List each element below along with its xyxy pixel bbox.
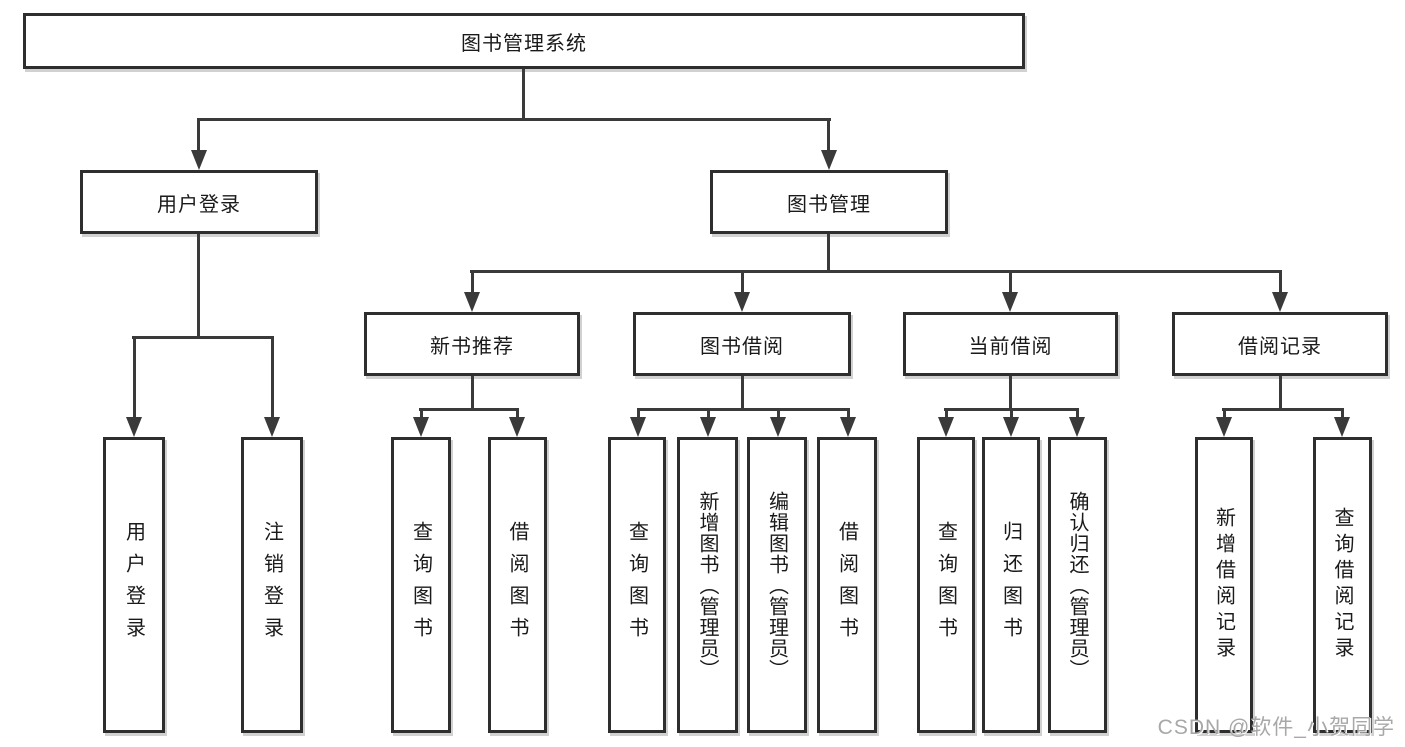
leaf-borrow-query-books-label: 查询图书 [625,521,648,649]
leaf-borrow-books-label: 借阅图书 [835,521,858,649]
node-current-borrowing: 当前借阅 [903,312,1118,376]
connector-g2-stub [471,376,474,411]
connector-g3-leaf2 [707,408,710,420]
leaf-rec-query-books-label: 查询图书 [409,521,432,649]
node-book-borrowing: 图书借阅 [633,312,851,376]
connector-g4-leaf3 [1076,408,1079,420]
leaf-edit-book-admin: 编辑图书（管理员） [747,437,807,733]
arrowhead-to-current-borrow [1002,292,1018,312]
node-borrowing-records-label: 借阅记录 [1238,335,1322,358]
leaf-query-borrow-record: 查询借阅记录 [1313,437,1372,733]
connector-g3-hbar [638,408,850,411]
node-borrowing-records: 借阅记录 [1172,312,1388,376]
connector-to-book-borrow [741,273,744,295]
connector-user-login-hbar [132,336,274,339]
connector-g3-stub [741,376,744,411]
connector-root-hbar [197,118,831,121]
arrowhead-to-book-borrow [734,292,750,312]
arrowhead-to-borrow-records [1272,292,1288,312]
connector-g2-leaf1 [420,408,423,420]
leaf-return-books: 归还图书 [982,437,1040,733]
node-user-login-label: 用户登录 [157,193,241,216]
connector-g2-hbar [419,408,519,411]
arrowhead-to-new-book [464,292,480,312]
leaf-add-borrow-record-label: 新增借阅记录 [1212,507,1235,663]
leaf-edit-book-admin-label: 编辑图书（管理员） [765,490,788,680]
connector-to-user-login [197,121,200,153]
arrowhead-to-user-login [191,150,207,170]
leaf-add-book-admin: 新增图书（管理员） [677,437,738,733]
node-current-borrowing-label: 当前借阅 [968,335,1053,358]
connector-to-leaf-logout [271,339,274,419]
leaf-user-login: 用户登录 [103,437,165,733]
node-user-login: 用户登录 [80,170,318,234]
arrowhead-g5-leaf1 [1216,417,1232,437]
connector-g4-leaf1 [945,408,948,420]
connector-g3-leaf1 [637,408,640,420]
arrowhead-g4-leaf1 [938,417,954,437]
leaf-user-login-label: 用户登录 [122,521,145,649]
node-book-borrowing-label: 图书借阅 [700,335,784,358]
arrowhead-g3-leaf3 [770,417,786,437]
connector-g2-leaf2 [516,408,519,420]
connector-root-stub [522,69,525,121]
node-book-management: 图书管理 [710,170,948,234]
connector-g4-stub [1009,376,1012,411]
connector-g3-leaf4 [847,408,850,420]
arrowhead-g3-leaf2 [700,417,716,437]
leaf-confirm-return-admin-label: 确认归还（管理员） [1066,490,1088,680]
leaf-logout: 注销登录 [241,437,303,733]
leaf-add-book-admin-label: 新增图书（管理员） [696,490,718,680]
connector-to-book-management [827,121,830,153]
leaf-borrow-books: 借阅图书 [817,437,877,733]
node-library-system-label: 图书管理系统 [461,32,587,55]
watermark: CSDN @软件_小贺同学 [1157,716,1395,739]
leaf-query-borrow-record-label: 查询借阅记录 [1331,507,1353,663]
connector-user-login-stub [197,234,200,339]
connector-to-new-book [471,273,474,295]
leaf-rec-borrow-books: 借阅图书 [488,437,547,733]
connector-book-mgmt-stub [827,234,830,273]
node-new-book-recommend-label: 新书推荐 [430,335,514,358]
leaf-return-books-label: 归还图书 [999,521,1022,649]
leaf-rec-borrow-books-label: 借阅图书 [506,521,528,649]
leaf-rec-query-books: 查询图书 [391,437,451,733]
leaf-logout-label: 注销登录 [260,521,283,649]
connector-g5-hbar [1222,408,1344,411]
leaf-borrow-query-books: 查询图书 [608,437,666,733]
connector-book-mgmt-hbar [470,270,1282,273]
connector-g5-stub [1279,376,1282,411]
node-book-management-label: 图书管理 [787,193,871,216]
node-library-system: 图书管理系统 [23,13,1025,69]
arrowhead-g5-leaf2 [1334,417,1350,437]
leaf-current-query-books: 查询图书 [917,437,975,733]
connector-g3-leaf3 [777,408,780,420]
arrowhead-g4-leaf3 [1069,417,1085,437]
connector-g5-leaf2 [1341,408,1344,420]
node-new-book-recommend: 新书推荐 [364,312,580,376]
leaf-current-query-books-label: 查询图书 [934,521,957,649]
arrowhead-g4-leaf2 [1003,417,1019,437]
arrowhead-g3-leaf4 [840,417,856,437]
arrowhead-to-leaf-login [126,417,142,437]
connector-g5-leaf1 [1223,408,1226,420]
arrowhead-to-leaf-logout [264,417,280,437]
arrowhead-to-book-management [821,150,837,170]
connector-to-current-borrow [1009,273,1012,295]
leaf-add-borrow-record: 新增借阅记录 [1195,437,1253,733]
arrowhead-g2-leaf2 [509,417,525,437]
arrowhead-g2-leaf1 [413,417,429,437]
connector-to-leaf-login [133,339,136,419]
connector-g4-leaf2 [1010,408,1013,420]
leaf-confirm-return-admin: 确认归还（管理员） [1048,437,1107,733]
connector-to-borrow-records [1279,273,1282,295]
arrowhead-g3-leaf1 [630,417,646,437]
